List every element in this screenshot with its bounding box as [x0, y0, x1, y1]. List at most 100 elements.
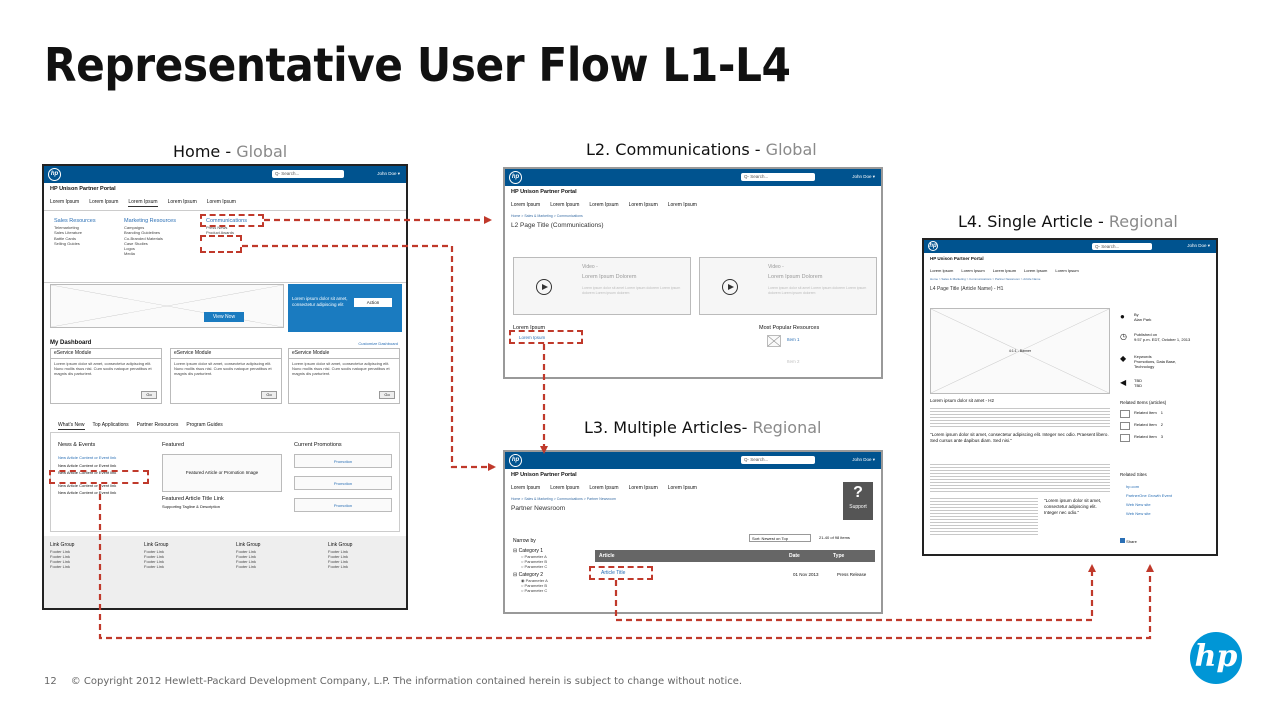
- tab-partner-resources[interactable]: Partner Resources: [136, 422, 179, 428]
- play-icon[interactable]: [722, 279, 738, 295]
- nav-item[interactable]: Lorem Ipsum: [992, 267, 1017, 273]
- l3-breadcrumb[interactable]: Home > Sales & Marketing > Communication…: [511, 496, 616, 501]
- nav-item[interactable]: Lorem Ipsum: [930, 267, 954, 273]
- menu-item[interactable]: Branding Guidelines: [124, 230, 161, 236]
- play-icon[interactable]: [536, 279, 552, 295]
- popular-item[interactable]: Item 1: [787, 337, 800, 342]
- promotion-banner[interactable]: Promotion: [294, 454, 392, 468]
- footer-link[interactable]: Footer Link: [50, 553, 71, 559]
- nav-item[interactable]: Lorem Ipsum: [167, 199, 197, 206]
- footer-link[interactable]: Footer Link: [328, 564, 349, 570]
- tab-whats-new[interactable]: What's New: [58, 422, 85, 430]
- col-date[interactable]: Date: [789, 553, 800, 559]
- menu-item[interactable]: Telemarketing: [54, 225, 79, 231]
- pull-quote: "Lorem ipsum dolor sit amet, consectetur…: [1044, 498, 1102, 515]
- menu-marketing-title[interactable]: Marketing Resources: [124, 218, 176, 224]
- video-card[interactable]: Video - Lorem Ipsum Dolorem Lorem ipsum …: [513, 257, 691, 315]
- customize-dashboard-link[interactable]: Customize Dashboard: [358, 341, 398, 346]
- related-site-link[interactable]: Web New site: [1126, 502, 1151, 507]
- eservice-module: eService Module Lorem ipsum dolor sit am…: [288, 348, 400, 404]
- nav-item[interactable]: Lorem Ipsum: [550, 485, 580, 492]
- menu-item[interactable]: Product Awards: [206, 230, 234, 236]
- menu-communications-title[interactable]: Communications: [206, 218, 247, 224]
- l2-communications-link[interactable]: Lorem Ipsum: [519, 335, 546, 340]
- home-user-menu[interactable]: John Doe ▾: [377, 171, 400, 176]
- tab-top-applications[interactable]: Top Applications: [92, 422, 129, 428]
- menu-item[interactable]: Media: [124, 251, 135, 257]
- promotion-banner[interactable]: Promotion: [294, 498, 392, 512]
- related-site-link[interactable]: PartnerOne Growth Event: [1126, 493, 1173, 498]
- nav-item[interactable]: Lorem Ipsum: [961, 267, 985, 273]
- nav-item[interactable]: Lorem Ipsum: [667, 485, 697, 492]
- go-button[interactable]: Go: [261, 391, 277, 399]
- nav-item[interactable]: Lorem Ipsum: [550, 202, 580, 209]
- related-site-link[interactable]: hp.com: [1126, 484, 1140, 489]
- col-article[interactable]: Article: [599, 553, 615, 559]
- doc-icon: [1120, 422, 1130, 430]
- l4-search-input[interactable]: Q- Search...: [1092, 243, 1152, 250]
- menu-item[interactable]: Selling Guides: [54, 240, 80, 246]
- l3-search-input[interactable]: Q- Search...: [741, 456, 815, 464]
- video-card[interactable]: Video - Lorem Ipsum Dolorem Lorem ipsum …: [699, 257, 877, 315]
- nav-item[interactable]: Lorem Ipsum: [206, 199, 236, 206]
- sort-select[interactable]: Sort: Newest on Top: [749, 534, 811, 542]
- footer-link[interactable]: Footer Link: [144, 564, 165, 570]
- menu-item[interactable]: Campaigns: [124, 225, 145, 231]
- caption-home-scope: Global: [236, 142, 288, 161]
- l3-user-menu[interactable]: John Doe ▾: [852, 457, 875, 462]
- nav-item[interactable]: Lorem Ipsum: [511, 485, 541, 492]
- nav-item[interactable]: Lorem Ipsum: [128, 199, 158, 207]
- view-now-button[interactable]: View Now: [204, 312, 244, 322]
- related-site-link[interactable]: Web New site: [1126, 511, 1151, 516]
- nav-item[interactable]: Lorem Ipsum: [628, 202, 658, 209]
- nav-item[interactable]: Lorem Ipsum: [1024, 267, 1048, 273]
- promos-title: Current Promotions: [294, 442, 342, 448]
- footer-link[interactable]: Footer Link: [50, 564, 71, 570]
- nav-item[interactable]: Lorem Ipsum: [589, 485, 619, 492]
- menu-item[interactable]: Battle Cards: [54, 235, 77, 241]
- help-icon: ?: [853, 484, 863, 501]
- hero-action-button[interactable]: Action: [354, 298, 392, 307]
- go-button[interactable]: Go: [141, 391, 157, 399]
- share-button[interactable]: Share: [1120, 538, 1137, 544]
- nav-item[interactable]: Lorem Ipsum: [1055, 267, 1079, 273]
- nav-item[interactable]: Lorem Ipsum: [511, 202, 541, 209]
- l2-breadcrumb[interactable]: Home > Sales & Marketing > Communication…: [511, 213, 583, 218]
- doc-icon: [1120, 410, 1130, 418]
- home-search-input[interactable]: Q- Search...: [272, 170, 344, 178]
- promotion-banner[interactable]: Promotion: [294, 476, 392, 490]
- menu-item[interactable]: Press News: [206, 225, 228, 231]
- menu-sales-title[interactable]: Sales Resources: [54, 218, 96, 224]
- param-option[interactable]: ○ Parameter C: [521, 564, 548, 570]
- news-link[interactable]: New Article Content or Event link: [58, 462, 117, 468]
- featured-link[interactable]: Featured Article Title Link: [162, 496, 224, 502]
- l4-breadcrumb[interactable]: Home > Sales & Marketing > Communication…: [930, 277, 1041, 282]
- nav-item[interactable]: Lorem Ipsum: [50, 199, 80, 206]
- l2-search-input[interactable]: Q- Search...: [741, 173, 815, 181]
- footer-link[interactable]: Footer Link: [50, 558, 71, 564]
- l4-user-menu[interactable]: John Doe ▾: [1187, 243, 1210, 248]
- menu-item[interactable]: Sales Literature: [54, 230, 83, 236]
- by-label: By: [1134, 312, 1139, 317]
- l2-user-menu[interactable]: John Doe ▾: [852, 174, 875, 179]
- col-type[interactable]: Type: [833, 553, 845, 559]
- news-link[interactable]: New Article Content or Event link: [58, 455, 117, 460]
- nav-item[interactable]: Lorem Ipsum: [667, 202, 697, 209]
- nav-item[interactable]: Lorem Ipsum: [89, 199, 119, 206]
- tab-program-guides[interactable]: Program Guides: [186, 422, 223, 428]
- news-link[interactable]: New Article Content or Event link: [58, 470, 117, 476]
- menu-item[interactable]: Logos: [124, 245, 135, 251]
- go-button[interactable]: Go: [379, 391, 395, 399]
- footer-link[interactable]: Footer Link: [50, 548, 71, 554]
- support-button[interactable]: ? Support: [843, 482, 873, 520]
- footer-link[interactable]: Footer Link: [236, 564, 257, 570]
- news-link[interactable]: New Article Content or Event link: [58, 482, 117, 488]
- nav-item[interactable]: Lorem Ipsum: [628, 485, 658, 492]
- menu-item[interactable]: Co-Branded Materials: [124, 235, 163, 241]
- menu-item[interactable]: Case Studies: [124, 240, 148, 246]
- nav-item[interactable]: Lorem Ipsum: [589, 202, 619, 209]
- news-link[interactable]: New Article Content or Event link: [58, 490, 117, 496]
